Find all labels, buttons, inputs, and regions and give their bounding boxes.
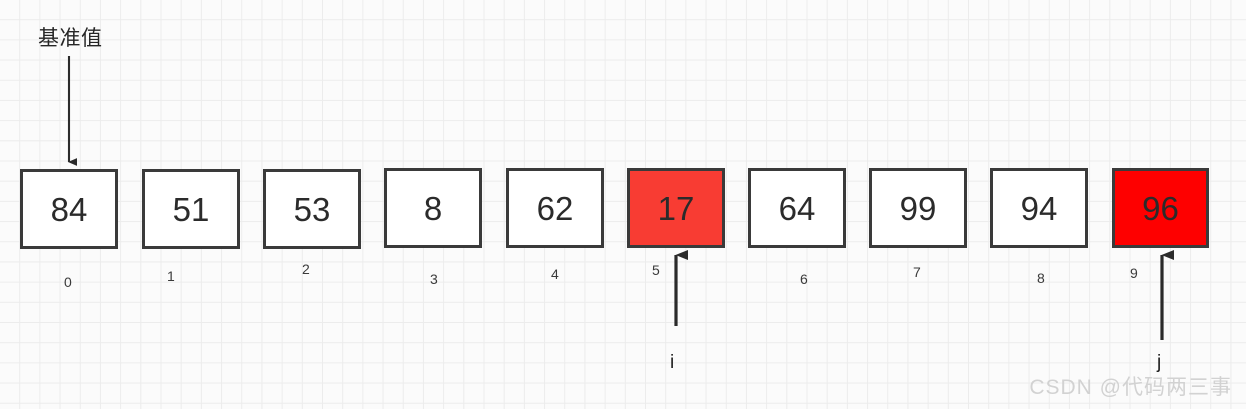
index-label-7: 7 <box>913 264 921 280</box>
array-cell-8[interactable]: 94 <box>990 168 1088 248</box>
pointer-label-j: j <box>1157 352 1162 373</box>
array-cell-4[interactable]: 62 <box>506 168 604 248</box>
array-cell-value: 94 <box>1020 189 1058 227</box>
index-label-5: 5 <box>652 262 660 278</box>
array-cell-value: 64 <box>778 189 816 227</box>
array-cell-value: 51 <box>172 190 210 228</box>
array-cell-9[interactable]: 96 <box>1112 168 1209 248</box>
index-label-8: 8 <box>1037 270 1045 286</box>
array-cell-value: 62 <box>536 189 574 227</box>
array-cell-2[interactable]: 53 <box>263 169 361 249</box>
array-cell-value: 84 <box>50 190 88 228</box>
index-label-3: 3 <box>430 271 438 287</box>
index-label-2: 2 <box>302 261 310 277</box>
index-label-4: 4 <box>551 266 559 282</box>
watermark: CSDN @代码两三事 <box>1029 376 1232 399</box>
pivot-label: 基准值 <box>38 27 103 50</box>
array-cell-1[interactable]: 51 <box>142 169 240 249</box>
array-cell-7[interactable]: 99 <box>869 168 967 248</box>
index-label-6: 6 <box>800 271 808 287</box>
array-cell-6[interactable]: 64 <box>748 168 846 248</box>
array-cell-value: 17 <box>657 189 695 227</box>
index-label-9: 9 <box>1130 265 1138 281</box>
array-cell-value: 53 <box>293 190 331 228</box>
array-cell-value: 99 <box>899 189 937 227</box>
index-label-0: 0 <box>64 274 72 290</box>
array-cell-value: 96 <box>1142 189 1179 227</box>
array-cell-0[interactable]: 84 <box>20 169 118 249</box>
array-cell-5[interactable]: 17 <box>627 168 725 248</box>
array-cell-3[interactable]: 8 <box>384 168 482 248</box>
pointer-label-i: i <box>670 352 675 373</box>
array-cell-value: 8 <box>423 189 443 227</box>
index-label-1: 1 <box>167 268 175 284</box>
